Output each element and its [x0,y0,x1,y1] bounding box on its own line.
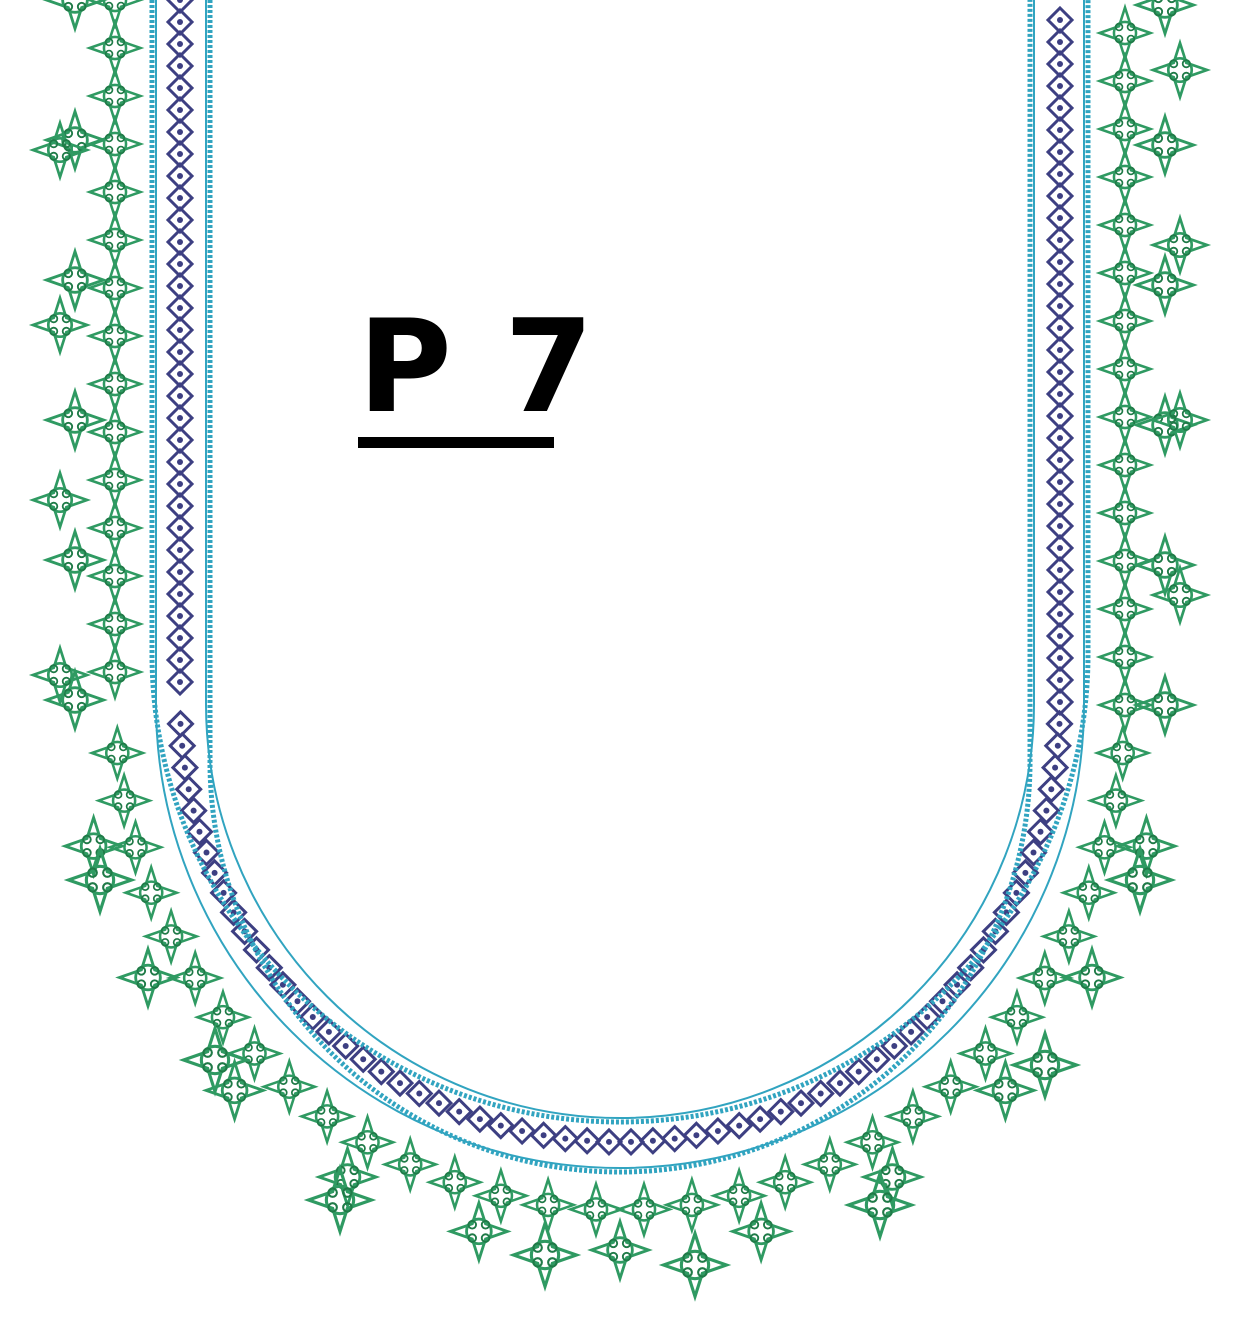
lattice-motif [1041,754,1069,782]
lattice-motif [508,1117,536,1145]
lattice-motif [639,1127,667,1155]
lattice-motif [1032,797,1060,825]
lace-motif [1098,438,1152,492]
lace-motif [665,1178,719,1232]
lace-motif [1098,6,1152,60]
lace-motif [262,1059,317,1114]
lace-motif [1098,486,1152,540]
lace-motif [1098,150,1152,204]
lace-motif [1135,675,1195,735]
lace-motif [144,909,198,964]
lattice-motif [180,797,208,825]
lattice-motif [1044,732,1072,760]
lace-motif [1098,534,1152,588]
lace-motif [340,1115,395,1170]
lattice-motif [168,732,196,760]
lace-motif [45,390,105,450]
lace-motif [88,453,142,507]
lace-motif [88,69,142,123]
lace-motif [90,726,145,780]
lace-motif [845,1115,900,1170]
lace-motif [88,165,142,219]
lattice-motif [551,1125,579,1153]
lace-motif [31,471,89,529]
lace-motif [88,117,142,171]
lace-motif [88,21,142,75]
lattice-motif [175,775,203,803]
lace-motif [45,530,105,590]
lace-motif [1098,198,1152,252]
lace-motif [88,357,142,411]
lace-motif [88,501,142,555]
lattice-motif [1037,775,1065,803]
lattice-motif [725,1112,753,1140]
lace-motif [88,261,142,315]
lattice-motif [284,987,311,1015]
lace-motif [1098,294,1152,348]
lace-motif [1095,726,1150,780]
lace-motif [1135,0,1195,35]
lace-motif [886,1089,940,1144]
lace-motif [1135,115,1195,175]
inner-lattice-band [166,0,1074,1156]
lace-motif [88,597,142,651]
lace-motif [661,1231,729,1299]
lace-motif [124,865,178,920]
lace-motif [1098,390,1152,444]
lattice-motif [487,1112,515,1140]
lace-motif [990,990,1044,1044]
lattice-motif [530,1121,558,1149]
lattice-motif [171,754,199,782]
lattice-motif [682,1121,710,1149]
lace-motif [300,1089,354,1144]
lattice-motif [704,1117,732,1145]
design-label: P 7 [358,293,598,442]
lace-motif [45,250,105,310]
lace-motif [88,645,142,699]
lace-motif [1151,216,1209,274]
lace-motif [1098,678,1152,732]
inner-stitch-line [207,0,1033,1175]
lace-motif [511,1221,579,1289]
lace-motif [31,296,89,354]
lace-motif [1135,255,1195,315]
outer-stitch-line [149,0,1091,1125]
lace-motif [1042,909,1096,964]
lace-motif [196,990,250,1044]
lace-motif [1098,630,1152,684]
lace-motif [88,213,142,267]
lattice-motif [167,710,194,738]
lace-motif [569,1182,623,1237]
lace-motif [1098,342,1152,396]
label-underline [358,437,554,448]
lattice-motif [573,1127,601,1155]
lace-motif [97,773,151,828]
lace-motif [521,1178,575,1232]
lace-motif [590,1220,650,1280]
stitch-edge-line [155,0,1085,1169]
scallop-stitch-lines [149,0,1091,1175]
lace-motif [45,0,105,30]
lace-motif [1089,773,1143,828]
lace-motif [88,405,142,459]
stitch-edge-line [205,0,1035,1119]
lace-motif [923,1059,978,1114]
lace-motif [1098,246,1152,300]
lace-motif [617,1182,671,1237]
lace-motif [1098,582,1152,636]
lattice-motif [661,1125,689,1153]
lace-motif [1098,54,1152,108]
lace-motif [1062,865,1116,920]
lace-motif [88,309,142,363]
lace-motif [1151,41,1209,99]
